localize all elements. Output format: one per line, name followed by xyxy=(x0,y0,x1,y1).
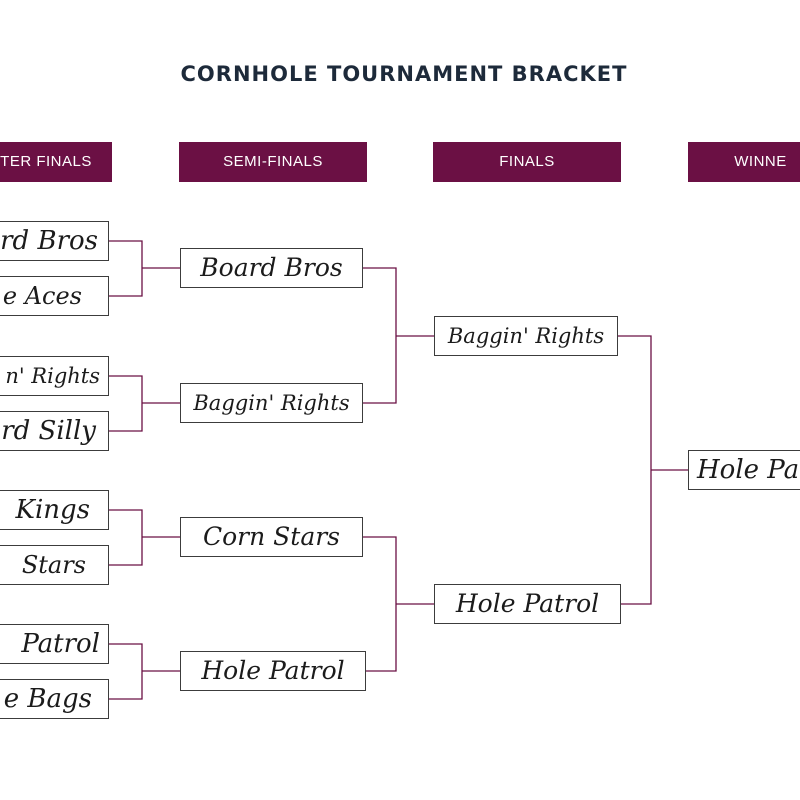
finals-team: Hole Patrol xyxy=(434,584,621,624)
quarter-final-team: rd Bros xyxy=(0,221,109,261)
finals-team: Baggin' Rights xyxy=(434,316,618,356)
round-header-finals: FINALS xyxy=(433,142,621,182)
round-header-semi-finals: SEMI-FINALS xyxy=(179,142,367,182)
connector-final xyxy=(618,335,688,605)
quarter-final-team: e Bags xyxy=(0,679,109,719)
semi-final-team: Board Bros xyxy=(180,248,363,288)
quarter-final-team: e Aces xyxy=(0,276,109,316)
quarter-final-team: Kings xyxy=(0,490,109,530)
quarter-final-team: Stars xyxy=(0,545,109,585)
connector-qf1 xyxy=(109,240,180,297)
round-header-winner: WINNE xyxy=(688,142,800,182)
semi-final-team: Corn Stars xyxy=(180,517,363,557)
connector-sf1 xyxy=(363,267,434,404)
page-title: CORNHOLE TOURNAMENT BRACKET xyxy=(180,62,628,86)
connector-qf4 xyxy=(109,643,180,700)
semi-final-team: Hole Patrol xyxy=(180,651,366,691)
connector-qf2 xyxy=(109,375,180,432)
quarter-final-team: n' Rights xyxy=(0,356,109,396)
winner-team: Hole Pa xyxy=(688,450,800,490)
semi-final-team: Baggin' Rights xyxy=(180,383,363,423)
quarter-final-team: Patrol xyxy=(0,624,109,664)
round-header-quarter-finals: TER FINALS xyxy=(0,142,112,182)
connector-sf2 xyxy=(363,536,434,672)
quarter-final-team: rd Silly xyxy=(0,411,109,451)
connector-qf3 xyxy=(109,509,180,566)
